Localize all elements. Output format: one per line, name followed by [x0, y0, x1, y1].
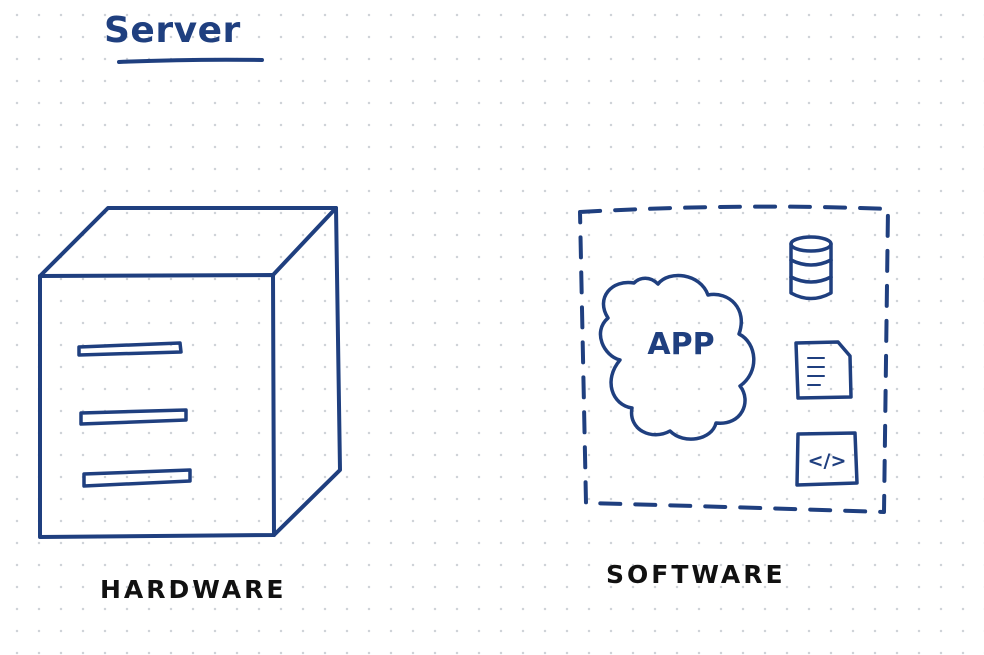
server-top-face — [38, 206, 338, 278]
server-front-face — [38, 273, 276, 539]
drive-slot — [79, 408, 188, 426]
document-icon — [794, 340, 853, 400]
page-title: Server — [104, 10, 241, 51]
software-dashed-border — [578, 204, 890, 514]
database-icon — [789, 235, 833, 301]
app-label: APP — [647, 327, 714, 362]
code-label: </> — [808, 450, 847, 472]
software-caption: SOFTWARE — [606, 560, 786, 589]
drive-slot — [77, 341, 183, 357]
code-file-icon: </> — [795, 431, 859, 487]
server-side-face — [272, 206, 342, 537]
title-underline — [117, 57, 264, 64]
software-container: APP </> — [578, 204, 890, 514]
server-hardware-box — [38, 206, 342, 539]
app-cloud-icon: APP — [598, 273, 756, 441]
hardware-caption: HARDWARE — [100, 575, 287, 604]
drive-slot — [82, 468, 192, 488]
